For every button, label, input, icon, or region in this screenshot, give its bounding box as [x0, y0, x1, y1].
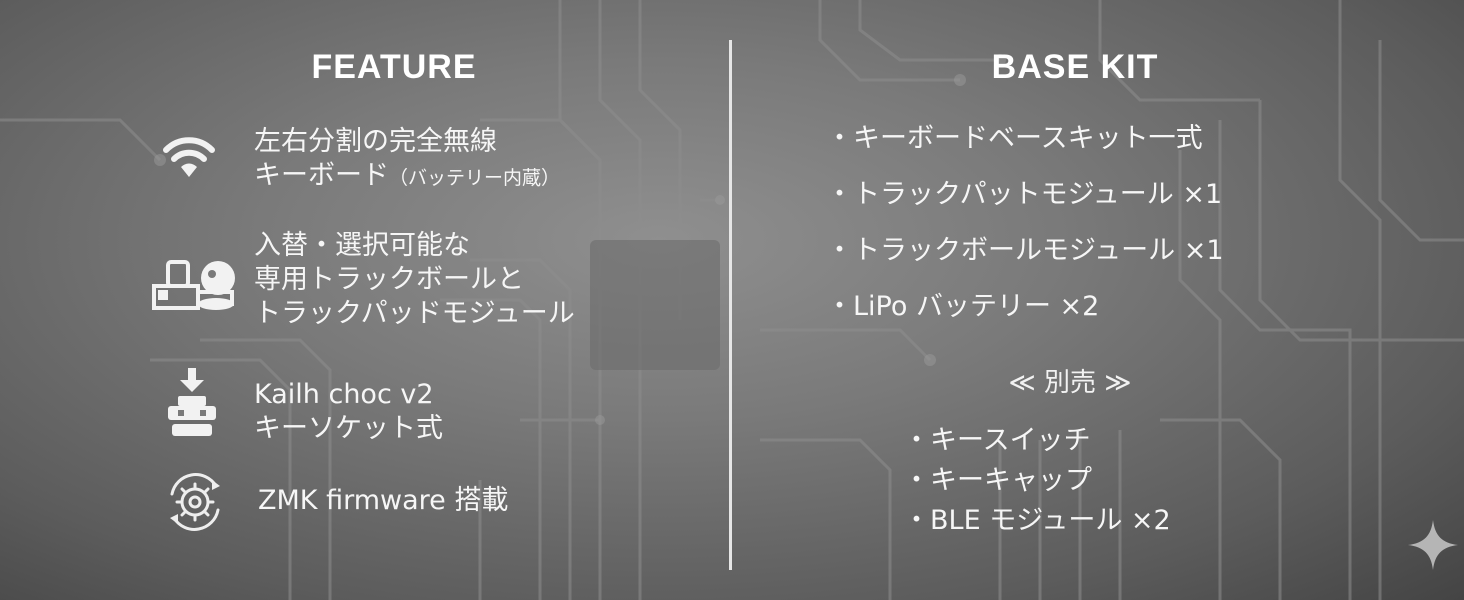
- sold-separately-item: ・キーキャップ: [903, 465, 1092, 496]
- sold-separately-item: ・キースイッチ: [903, 425, 1091, 456]
- feature-modules-line1: 入替・選択可能な: [254, 230, 470, 261]
- trackball-module-icon: [152, 260, 235, 310]
- column-divider: [729, 40, 732, 570]
- base-kit-item: ・キーボードベースキット一式: [826, 123, 1203, 154]
- feature-wireless-line2-main: キーボード: [254, 160, 389, 191]
- feature-item-modules: 入替・選択可能な 専用トラックボールと トラックパッドモジュール: [254, 229, 575, 331]
- wifi-icon: [163, 137, 215, 177]
- feature-socket-line2: キーソケット式: [254, 413, 443, 444]
- feature-firmware-line1: ZMK firmware 搭載: [258, 485, 509, 516]
- feature-wireless-line1: 左右分割の完全無線: [254, 126, 497, 157]
- base-kit-item: ・トラックパットモジュール ×1: [826, 179, 1223, 210]
- feature-item-wireless: 左右分割の完全無線 キーボード（バッテリー内蔵）: [254, 125, 560, 195]
- feature-wireless-battery-note: （バッテリー内蔵）: [389, 167, 561, 189]
- sparkle-icon: [1408, 520, 1458, 570]
- key-socket-icon: [168, 368, 216, 436]
- base-kit-item: ・LiPo バッテリー ×2: [826, 291, 1100, 322]
- feature-modules-line2: 専用トラックボールと: [254, 264, 524, 295]
- base-kit-heading: BASE KIT: [991, 48, 1159, 86]
- feature-item-firmware: ZMK firmware 搭載: [258, 484, 508, 518]
- feature-heading: FEATURE: [311, 48, 477, 86]
- sold-separately-heading: ≪ 別売 ≫: [1008, 368, 1132, 398]
- feature-item-socket: Kailh choc v2 キーソケット式: [254, 378, 443, 446]
- feature-socket-line1: Kailh choc v2: [254, 379, 434, 410]
- base-kit-item: ・トラックボールモジュール ×1: [826, 235, 1224, 266]
- sold-separately-item: ・BLE モジュール ×2: [903, 505, 1171, 536]
- firmware-gear-icon: [170, 473, 220, 531]
- feature-modules-line3: トラックパッドモジュール: [254, 298, 575, 329]
- feature-wireless-line2: キーボード（バッテリー内蔵）: [254, 159, 560, 195]
